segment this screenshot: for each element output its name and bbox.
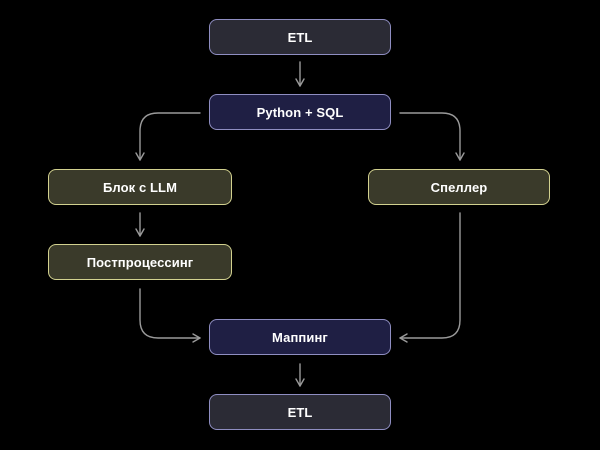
edge-python-to-speller xyxy=(399,112,465,161)
edge-post-to-mapping xyxy=(139,288,201,343)
node-postprocessing: Постпроцессинг xyxy=(48,244,232,280)
node-speller: Спеллер xyxy=(368,169,550,205)
edge-python-to-llm xyxy=(135,112,201,161)
edge-speller-to-mapping xyxy=(399,212,461,343)
node-python-sql: Python + SQL xyxy=(209,94,391,130)
node-etl-top: ETL xyxy=(209,19,391,55)
node-etl-bottom: ETL xyxy=(209,394,391,430)
node-mapping: Маппинг xyxy=(209,319,391,355)
node-llm-block: Блок с LLM xyxy=(48,169,232,205)
